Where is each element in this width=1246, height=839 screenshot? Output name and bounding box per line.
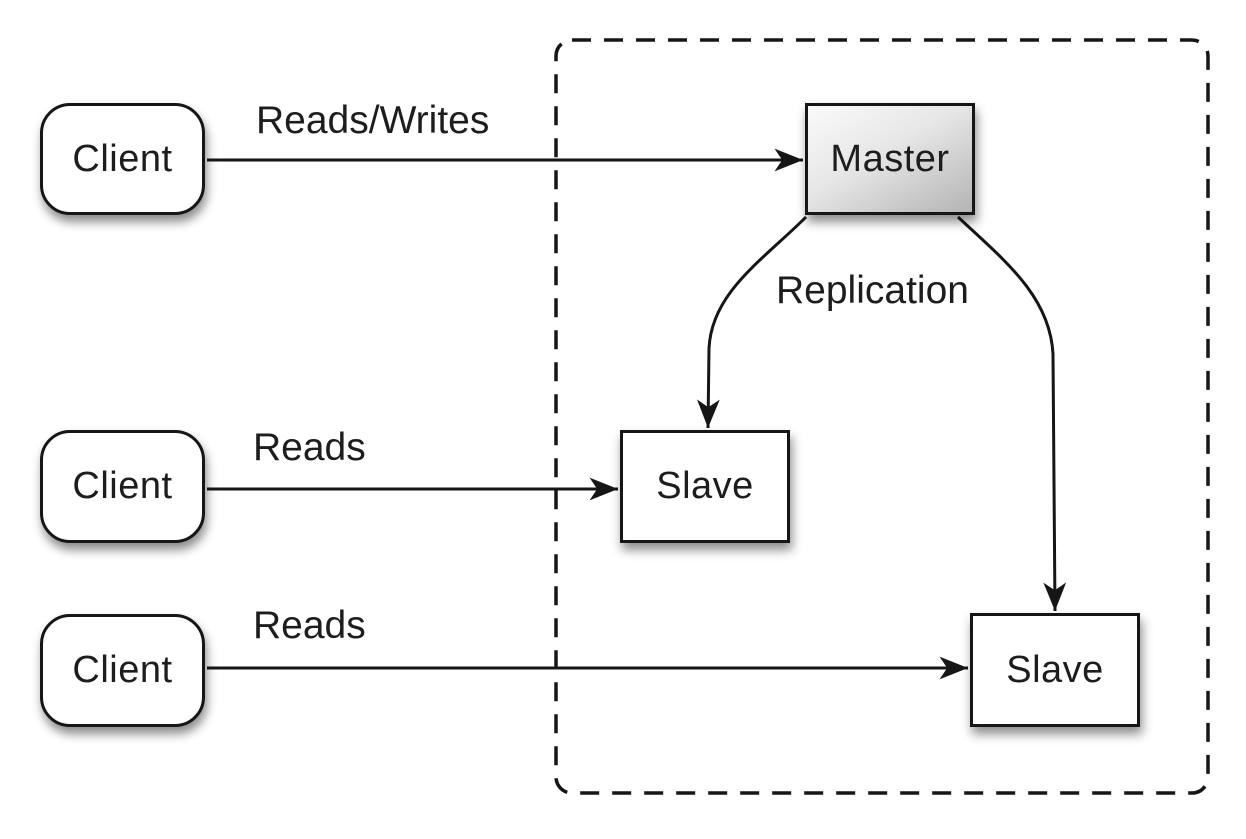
node-client-bottom-label: Client [72, 649, 173, 691]
node-slave-right-label: Slave [1006, 648, 1104, 691]
node-master-label: Master [830, 137, 950, 180]
edge-label-reads-writes: Reads/Writes [256, 99, 490, 142]
node-slave-left: Slave [620, 430, 790, 543]
node-client-middle: Client [40, 430, 205, 543]
node-master: Master [805, 103, 975, 215]
node-client-top: Client [40, 103, 205, 215]
edge-label-replication: Replication [776, 269, 969, 312]
node-client-bottom: Client [40, 614, 205, 727]
arrow-replication-left [696, 215, 808, 429]
node-slave-right: Slave [970, 613, 1140, 727]
replication-boundary [554, 38, 1210, 795]
arrow-replication-right [956, 215, 1067, 612]
node-client-middle-label: Client [72, 465, 173, 507]
node-client-top-label: Client [72, 137, 173, 180]
edge-label-reads-bottom: Reads [253, 604, 366, 647]
edge-label-reads-middle: Reads [253, 426, 366, 469]
node-slave-left-label: Slave [656, 465, 754, 507]
